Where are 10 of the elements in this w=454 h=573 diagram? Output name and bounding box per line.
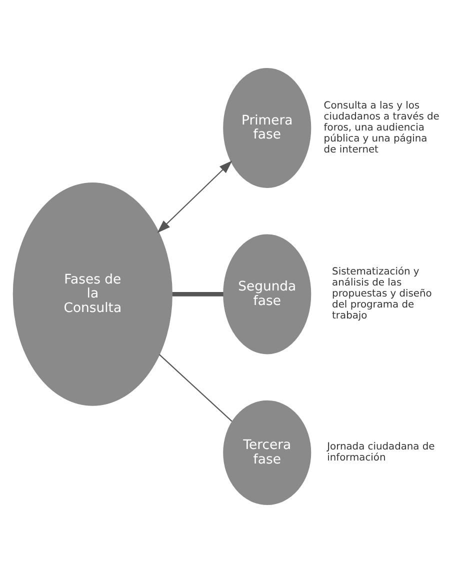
arrow: [156, 160, 232, 233]
node-label: Sistematización y análisis de las propuestas y diseño del programa de trabajo: [332, 266, 432, 322]
connector: [172, 292, 223, 296]
node-ellipse: Segunda fase: [222, 234, 311, 354]
node-label: Consulta a las y los ciudadanos a través de foros, una audiencia pública y una página de internet: [323, 100, 439, 156]
node-ellipse: Fases de la Consulta: [12, 182, 172, 406]
node-ellipse: Tercera fase: [222, 400, 311, 505]
node-ellipse: Primera fase: [222, 68, 311, 188]
connector: [158, 354, 232, 422]
node-label: Jornada ciudadana de información: [326, 442, 434, 464]
